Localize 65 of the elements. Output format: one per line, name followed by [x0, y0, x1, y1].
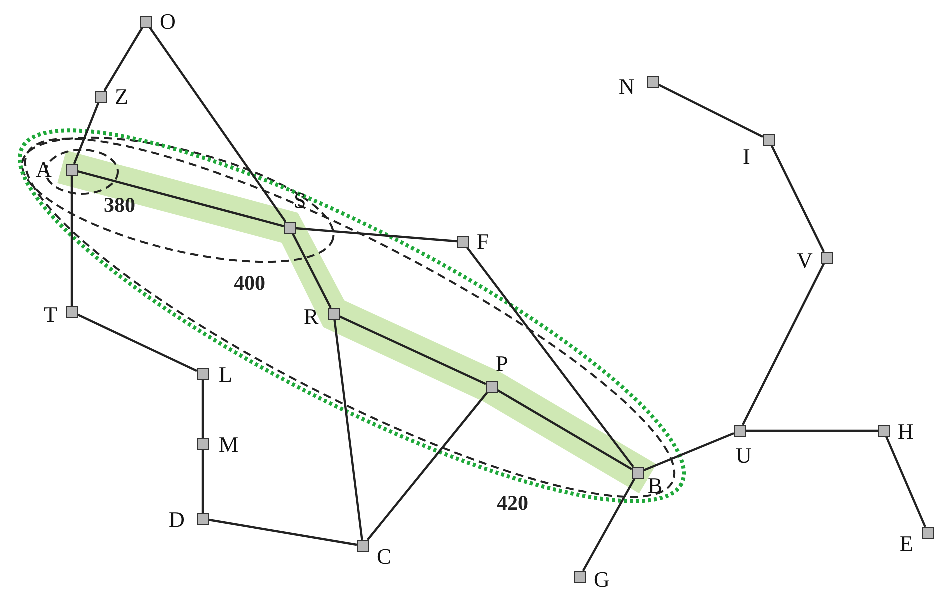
city-square: [66, 164, 78, 176]
city-label: G: [594, 569, 610, 590]
road-line: [746, 430, 878, 432]
road-line: [70, 176, 74, 306]
city-square: [922, 527, 934, 539]
city-square: [734, 425, 746, 437]
road-line: [340, 316, 486, 386]
city-square: [457, 236, 469, 248]
city-square: [632, 467, 644, 479]
city-label: A: [36, 159, 52, 181]
cost-label: 400: [234, 272, 266, 294]
road-line: [334, 320, 364, 540]
city-label: T: [44, 304, 58, 326]
city-label: M: [219, 434, 239, 456]
city-label: V: [797, 250, 813, 272]
city-label: O: [160, 11, 176, 33]
city-label: L: [219, 364, 232, 386]
city-label: I: [743, 146, 750, 168]
road-line: [78, 170, 284, 228]
road-line: [497, 390, 633, 470]
road-line: [202, 450, 204, 513]
city-label: R: [304, 306, 319, 328]
cost-label: 380: [104, 194, 136, 216]
city-square: [284, 222, 296, 234]
road-line: [149, 27, 287, 223]
cost-label: 420: [497, 492, 528, 514]
road-line: [658, 84, 764, 138]
city-square: [197, 513, 209, 525]
road-line: [886, 436, 926, 528]
city-square: [328, 308, 340, 320]
city-label: D: [169, 509, 185, 531]
road-line: [644, 432, 734, 472]
city-label: C: [377, 546, 392, 568]
city-square: [486, 381, 498, 393]
road-line: [78, 314, 198, 372]
road-line: [466, 247, 634, 468]
city-square: [878, 425, 890, 437]
city-square: [574, 571, 586, 583]
city-square: [357, 540, 369, 552]
road-line: [73, 102, 100, 164]
road-line: [208, 518, 358, 546]
road-line: [582, 478, 636, 572]
road-line: [296, 227, 458, 243]
city-label: B: [648, 475, 663, 497]
road-line: [292, 234, 332, 308]
city-square: [763, 134, 775, 146]
city-square: [140, 16, 152, 28]
city-square: [821, 252, 833, 264]
city-label: E: [900, 533, 914, 555]
city-label: U: [736, 445, 752, 467]
city-label: H: [898, 421, 914, 443]
city-square: [197, 438, 209, 450]
city-label: F: [477, 231, 490, 253]
road-line: [202, 380, 204, 438]
road-line: [367, 392, 488, 541]
city-square: [647, 76, 659, 88]
city-label: P: [496, 353, 508, 375]
city-label: Z: [115, 86, 128, 108]
road-line: [770, 146, 826, 252]
city-square: [66, 306, 78, 318]
road-line: [104, 27, 144, 92]
city-square: [197, 368, 209, 380]
city-label: N: [619, 76, 635, 98]
road-line: [742, 264, 825, 426]
city-square: [95, 91, 107, 103]
